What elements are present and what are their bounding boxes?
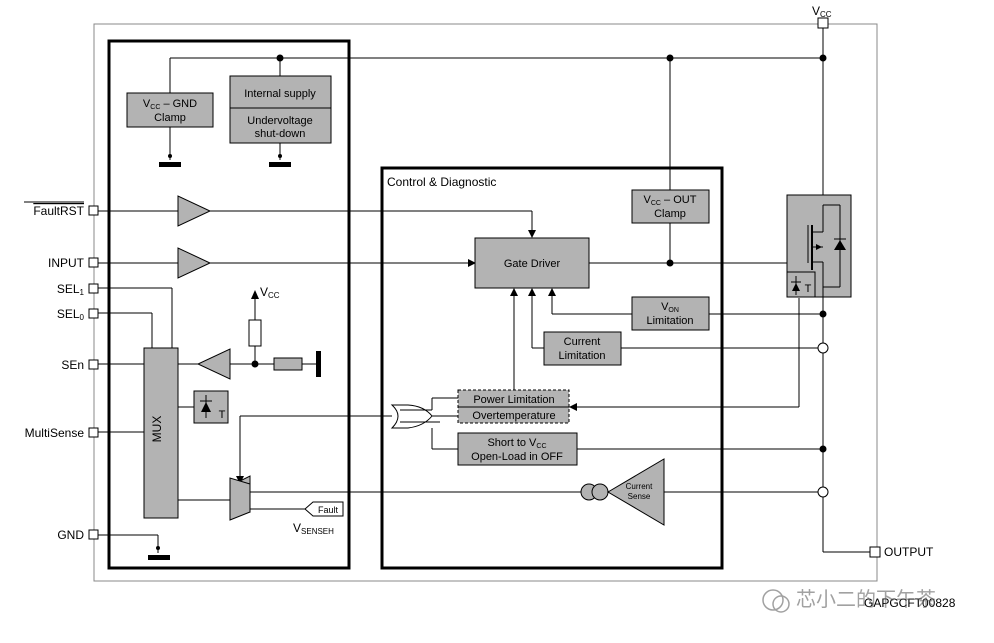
chip-outline	[93, 23, 878, 582]
pin-gnd: GND	[57, 528, 99, 542]
svg-text:Internal supply: Internal supply	[244, 88, 316, 100]
svg-text:SEn: SEn	[61, 358, 84, 372]
svg-text:T: T	[219, 409, 226, 421]
pin-sel1: SEL1	[57, 282, 99, 297]
gate-driver-block	[474, 237, 590, 289]
von-limitation-block	[631, 296, 710, 331]
svg-text:VCC – OUT: VCC – OUT	[644, 194, 697, 207]
svg-text:MultiSense: MultiSense	[25, 426, 85, 440]
svg-text:Sense: Sense	[628, 492, 651, 501]
vcc-pin	[817, 17, 829, 29]
svg-text:INPUT: INPUT	[48, 256, 85, 270]
svg-text:VON: VON	[661, 301, 679, 314]
svg-text:MUX: MUX	[150, 416, 164, 443]
current-sense-block	[607, 458, 665, 526]
svg-text:SEL1: SEL1	[57, 282, 85, 297]
logic-block-outline	[107, 39, 351, 570]
faultrst-buffer	[177, 195, 212, 227]
svg-text:Limitation: Limitation	[646, 315, 693, 327]
short-to-vcc-block	[457, 432, 578, 466]
ground-symbol	[159, 162, 181, 167]
vcc-ref-label: VCC	[260, 285, 280, 300]
svg-text:Clamp: Clamp	[154, 112, 186, 124]
pin-sen: SEn	[61, 358, 99, 372]
vcc-out-clamp-block	[631, 189, 710, 224]
svg-text:芯小二的下午茶: 芯小二的下午茶	[796, 587, 936, 611]
internal-supply-block	[229, 75, 332, 144]
figure-id: GAPGCFT00828	[864, 596, 956, 610]
pin-input: INPUT	[48, 256, 99, 270]
svg-text:Overtemperature: Overtemperature	[472, 410, 555, 422]
output-pin	[869, 546, 881, 558]
svg-text:FaultRST: FaultRST	[33, 204, 84, 218]
svg-text:shut-down: shut-down	[255, 128, 306, 140]
vsenseh-label: VSENSEH	[293, 521, 334, 536]
sen-buffer	[196, 348, 231, 380]
pulldown-resistor	[273, 357, 303, 371]
svg-text:Open-Load in OFF: Open-Load in OFF	[471, 451, 563, 463]
control-diagnostic-title: Control & Diagnostic	[387, 175, 496, 189]
or-gate	[390, 404, 433, 429]
pin-multisense: MultiSense	[25, 426, 99, 440]
svg-text:Short to VCC: Short to VCC	[487, 437, 546, 450]
fault-tag	[304, 501, 344, 517]
pin-sel0: SEL0	[57, 307, 99, 322]
svg-text:Gate Driver: Gate Driver	[504, 258, 561, 270]
fet-thermal-sensor	[786, 271, 816, 298]
svg-text:T: T	[805, 283, 812, 295]
pin-fault-rst: FaultRST	[24, 201, 99, 218]
svg-text:GND: GND	[57, 528, 84, 542]
svg-text:Fault: Fault	[318, 505, 339, 515]
watermark: 芯小二的下午茶	[762, 587, 936, 613]
body-diode-icon	[834, 240, 846, 250]
input-buffer	[177, 247, 212, 279]
svg-text:Current: Current	[564, 336, 601, 348]
svg-text:Undervoltage: Undervoltage	[247, 115, 312, 127]
control-diagnostic-outline	[380, 166, 724, 570]
svg-text:VCC – GND: VCC – GND	[143, 98, 197, 111]
mux-block	[143, 347, 179, 519]
svg-text:Limitation: Limitation	[558, 350, 605, 362]
svg-text:Power Limitation: Power Limitation	[473, 394, 554, 406]
svg-text:Clamp: Clamp	[654, 208, 686, 220]
svg-text:SEL0: SEL0	[57, 307, 85, 322]
vcc-pin-label: VCC	[812, 4, 832, 19]
svg-text:Current: Current	[626, 482, 653, 491]
output-pin-label: OUTPUT	[884, 545, 934, 559]
wechat-icon	[762, 589, 784, 611]
pullup-resistor	[248, 319, 262, 347]
